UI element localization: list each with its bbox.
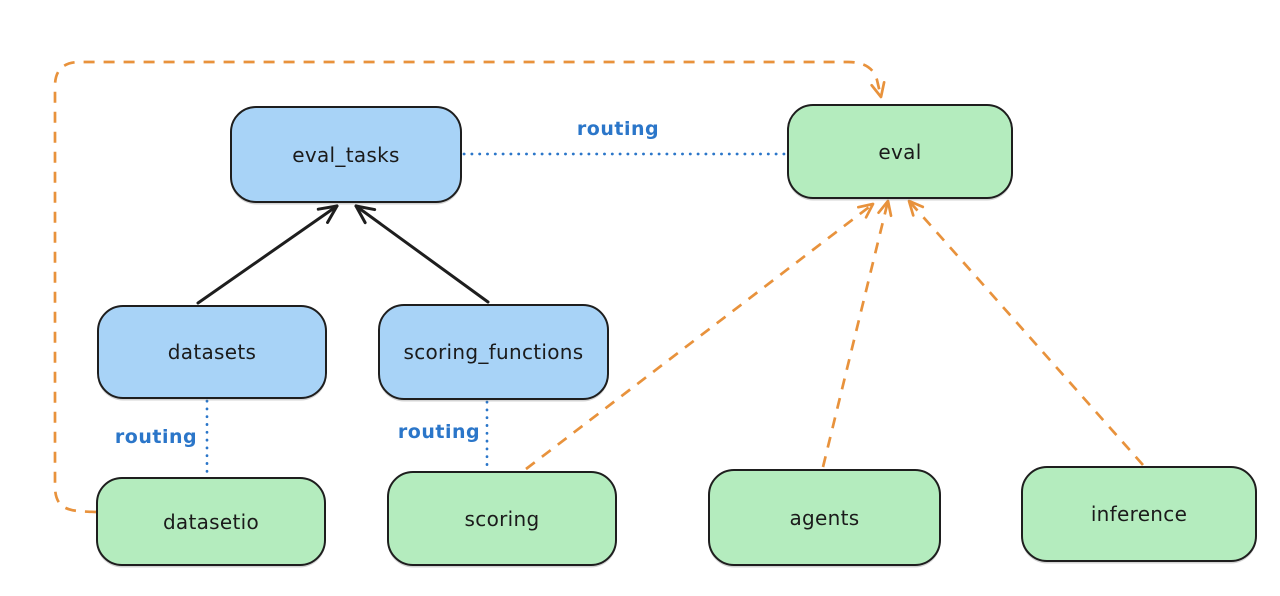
node-label: inference: [1090, 502, 1188, 526]
node-datasets: datasets: [97, 305, 327, 399]
node-label: eval_tasks: [292, 142, 400, 167]
node-inference: inference: [1021, 466, 1257, 562]
node-label: datasetio: [162, 509, 260, 534]
node-eval: eval: [787, 104, 1013, 199]
node-label: agents: [789, 505, 860, 530]
node-label: scoring: [464, 506, 540, 531]
edge-scoring_functions-to-eval_tasks: [354, 204, 490, 304]
arrowhead-scoring_functions-to-eval_tasks: [354, 204, 377, 225]
edge-datasets-to-eval_tasks: [196, 204, 339, 305]
node-eval-tasks: eval_tasks: [230, 106, 462, 203]
node-label: eval: [878, 139, 922, 164]
arrowhead-agents-to-eval: [877, 199, 893, 218]
node-scoring-functions: scoring_functions: [378, 304, 609, 400]
edge-agents-to-eval: [821, 200, 890, 468]
arrowhead-datasets-to-eval_tasks: [316, 204, 339, 224]
arrowhead-inference-to-eval: [907, 199, 925, 217]
node-agents: agents: [708, 469, 941, 566]
node-label: datasets: [167, 340, 257, 364]
node-datasetio: datasetio: [96, 477, 326, 566]
edge-inference-to-eval: [907, 200, 1145, 466]
arrowhead-datasetio-to-eval: [870, 80, 886, 99]
edge-label-routing: routing: [114, 426, 198, 448]
edge-label-routing: routing: [397, 421, 481, 443]
node-label: scoring_functions: [403, 340, 584, 364]
node-scoring: scoring: [387, 471, 617, 566]
edge-label-routing: routing: [576, 118, 660, 140]
arrowhead-scoring-to-eval: [856, 202, 875, 219]
